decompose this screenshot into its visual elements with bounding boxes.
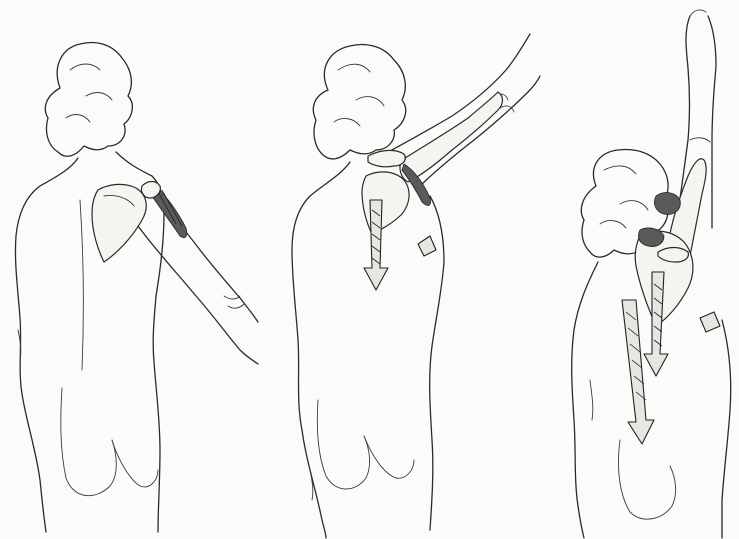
torso-outline — [572, 262, 598, 538]
scapula — [92, 184, 146, 262]
panel-arm-raised-overhead — [572, 10, 731, 538]
head-hair — [313, 45, 405, 159]
scapula — [362, 172, 409, 234]
panel-arm-raised-diagonal — [292, 34, 540, 538]
head-hair — [45, 43, 132, 157]
torso-outline — [292, 162, 350, 538]
torso-outline — [15, 158, 78, 532]
panel-arm-lowered — [15, 43, 258, 532]
downward-arrow-1 — [622, 300, 654, 444]
